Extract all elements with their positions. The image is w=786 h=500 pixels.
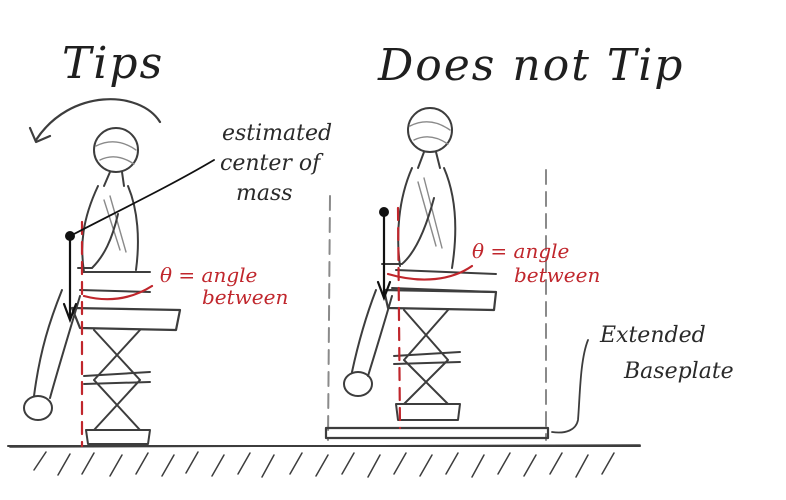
right-angle-label-line2: between [514, 263, 600, 287]
right-title: Does not Tip [377, 40, 684, 91]
center-of-mass-dot-right [379, 207, 389, 217]
tipping-arrow [34, 98, 162, 142]
ground [7, 444, 641, 478]
com-label-line3: mass [236, 181, 293, 206]
baseplate-label-line2: Baseplate [623, 359, 734, 384]
baseplate-label-line1: Extended [599, 323, 706, 348]
right-person-on-stand [324, 107, 589, 441]
tipping-arrowhead [28, 126, 52, 144]
com-label-line2: center of [220, 151, 324, 176]
left-title: Tips [62, 38, 164, 89]
right-angle-label-line1: θ = angle [472, 239, 569, 263]
left-angle-label-line2: between [202, 285, 288, 309]
left-person-on-stand [23, 98, 215, 448]
left-angle-label-line1: θ = angle [160, 263, 257, 287]
center-of-mass-dot [65, 231, 75, 241]
com-label-line1: estimated [222, 121, 332, 146]
